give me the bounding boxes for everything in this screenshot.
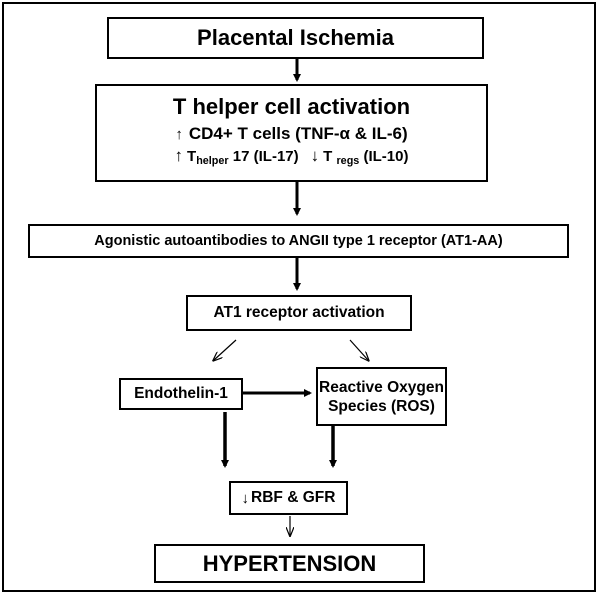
rbf-gfr-box: ↓ RBF & GFR xyxy=(229,481,348,515)
ros-label-line2: Species (ROS) xyxy=(328,397,435,415)
hypertension-box: HYPERTENSION xyxy=(154,544,425,583)
ros-label-line1: Reactive Oxygen xyxy=(319,378,444,396)
cd4-line: ↑ CD4+ T cells (TNF-α & IL-6) xyxy=(175,124,407,144)
down-arrow-icon: ↓ xyxy=(241,489,250,507)
t-helper-activation-box: T helper cell activation ↑ CD4+ T cells … xyxy=(95,84,488,182)
endothelin-label: Endothelin-1 xyxy=(134,385,228,402)
placental-ischemia-box: Placental Ischemia xyxy=(107,17,484,59)
up-arrow-icon: ↑ xyxy=(174,146,184,165)
th17-label: Thelper 17 (IL-17) xyxy=(187,147,299,168)
th17-treg-line: ↑ Thelper 17 (IL-17) ↓ T regs (IL-10) xyxy=(174,146,409,168)
at1-receptor-activation-label: AT1 receptor activation xyxy=(213,304,385,321)
endothelin-box: Endothelin-1 xyxy=(119,378,243,410)
down-arrow-icon: ↓ xyxy=(310,146,320,165)
t-helper-title: T helper cell activation xyxy=(172,94,411,119)
ros-box: Reactive Oxygen Species (ROS) xyxy=(316,367,447,426)
treg-label: T regs (IL-10) xyxy=(323,147,409,168)
at1-aa-box: Agonistic autoantibodies to ANGII type 1… xyxy=(28,224,569,258)
hypertension-label: HYPERTENSION xyxy=(202,550,377,576)
cd4-label: CD4+ T cells (TNF-α & IL-6) xyxy=(188,124,408,143)
at1-aa-label: Agonistic autoantibodies to ANGII type 1… xyxy=(94,233,503,249)
up-arrow-icon: ↑ xyxy=(175,125,183,143)
at1-receptor-activation-box: AT1 receptor activation xyxy=(186,295,412,331)
placental-ischemia-label: Placental Ischemia xyxy=(197,25,394,50)
rbf-gfr-label: RBF & GFR xyxy=(251,489,336,506)
